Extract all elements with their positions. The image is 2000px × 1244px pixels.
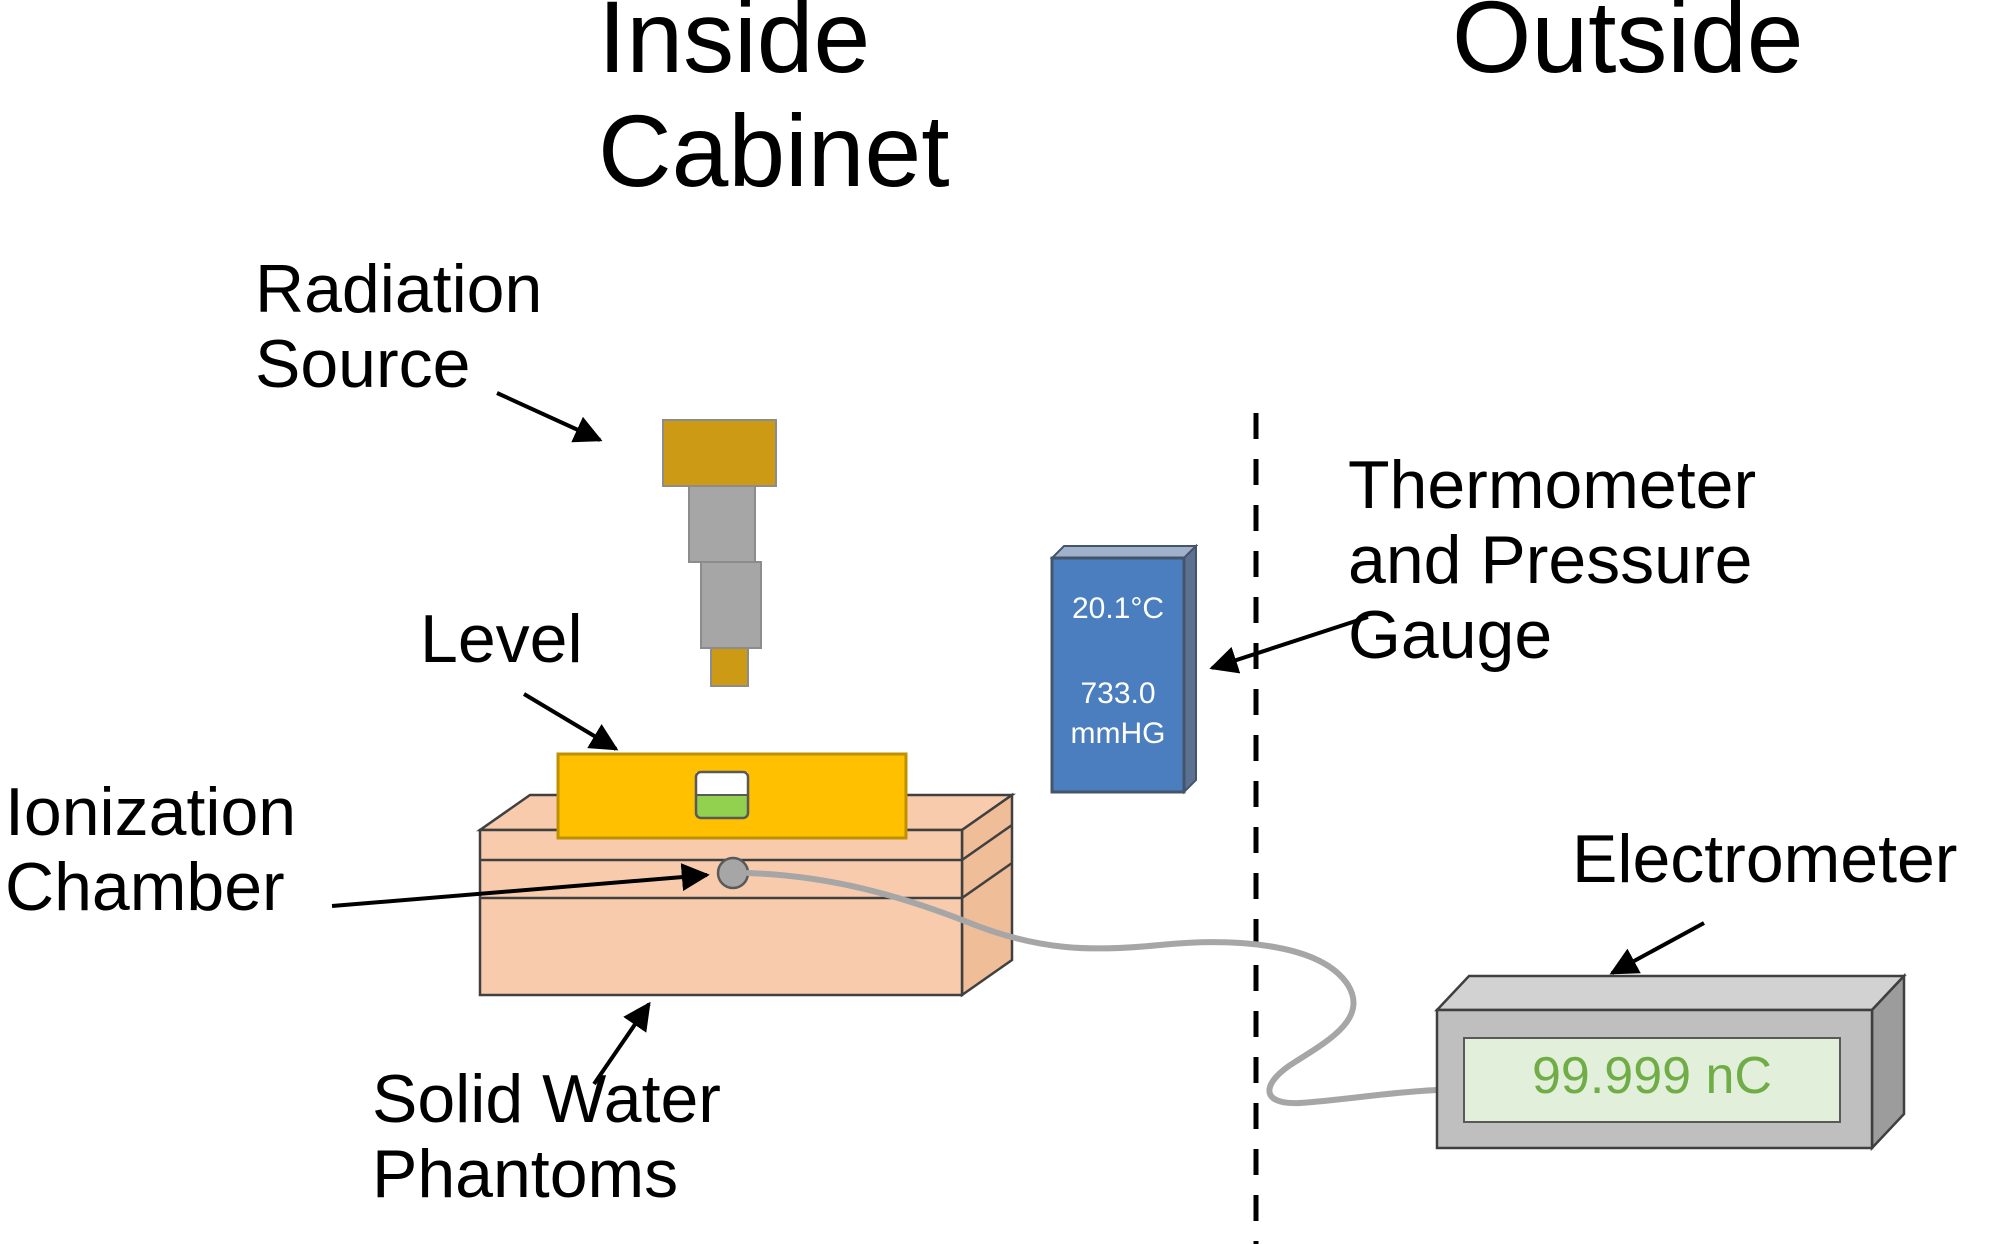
- thermometer-label-line2: and Pressure: [1348, 521, 1753, 598]
- inside-cabinet-title-line2: Cabinet: [598, 94, 950, 209]
- temperature-readout: 20.1°C: [1071, 592, 1165, 625]
- level-label: Level: [420, 602, 583, 677]
- solid-water-arrow: [592, 1001, 651, 1086]
- radiation-source-body-lower: [700, 561, 762, 649]
- radiation-source-label: Radiation Source: [255, 252, 542, 402]
- thermometer-label: Thermometer and Pressure Gauge: [1348, 448, 1756, 672]
- radiation-source: [662, 419, 777, 687]
- thermometer-label-line1: Thermometer: [1348, 447, 1757, 523]
- electrometer-top-face: [1434, 974, 1907, 1012]
- ionization-chamber-label: Ionization Chamber: [5, 775, 296, 925]
- inside-cabinet-title-line1: Inside: [598, 0, 871, 94]
- radiation-source-tip: [710, 647, 749, 687]
- thermometer-pressure-gauge: [1049, 543, 1199, 795]
- gauge-top-face: [1049, 545, 1199, 559]
- ionization-chamber-label-line2: Chamber: [5, 848, 285, 925]
- thermometer-label-line3: Gauge: [1348, 596, 1553, 673]
- solid-water-label: Solid Water Phantoms: [372, 1062, 721, 1212]
- thermometer-arrow: [1209, 615, 1369, 674]
- gauge-side-face: [1183, 543, 1197, 795]
- level-vial-green: [696, 795, 748, 818]
- radiation-source-body-upper: [688, 485, 756, 563]
- electrometer-box: [1434, 972, 1907, 1152]
- electrometer-label-text: Electrometer: [1572, 821, 1958, 897]
- radiation-source-cap: [662, 419, 777, 487]
- ionization-chamber-dot: [716, 856, 750, 890]
- phantom-slab-line-2-side: [961, 861, 1013, 900]
- chamber-cable: [745, 870, 1440, 1107]
- pressure-value-readout: 733.0: [1080, 677, 1156, 710]
- electrometer-label: Electrometer: [1572, 822, 1957, 897]
- electrometer-arrow: [1609, 921, 1705, 975]
- electrometer-charge-readout: 99.999 nC: [1532, 1047, 1772, 1105]
- pressure-unit-readout: mmHG: [1070, 717, 1166, 750]
- outside-title-text: Outside: [1452, 0, 1804, 94]
- level-label-text: Level: [420, 601, 583, 677]
- level-arrow: [522, 692, 619, 751]
- level-vial-white: [696, 772, 748, 795]
- phantom-front-face: [478, 828, 964, 997]
- solid-water-label-line1: Solid Water: [372, 1061, 721, 1137]
- radiation-source-label-line2: Source: [255, 325, 471, 402]
- ionization-chamber-arrow: [331, 863, 710, 908]
- electrometer-display: [1463, 1037, 1841, 1123]
- ionization-chamber-label-line1: Ionization: [5, 774, 297, 850]
- phantom-side-face: [960, 792, 1014, 998]
- solid-water-label-line2: Phantoms: [372, 1135, 679, 1212]
- level-tool: [556, 752, 908, 840]
- inside-cabinet-title: Inside Cabinet: [598, 0, 950, 208]
- gauge-front-face: [1050, 556, 1186, 794]
- outside-title: Outside: [1452, 0, 1804, 94]
- radiation-source-arrow: [496, 391, 603, 443]
- radiation-source-label-line1: Radiation: [255, 251, 543, 327]
- phantom-slab-line-1-side: [961, 823, 1013, 862]
